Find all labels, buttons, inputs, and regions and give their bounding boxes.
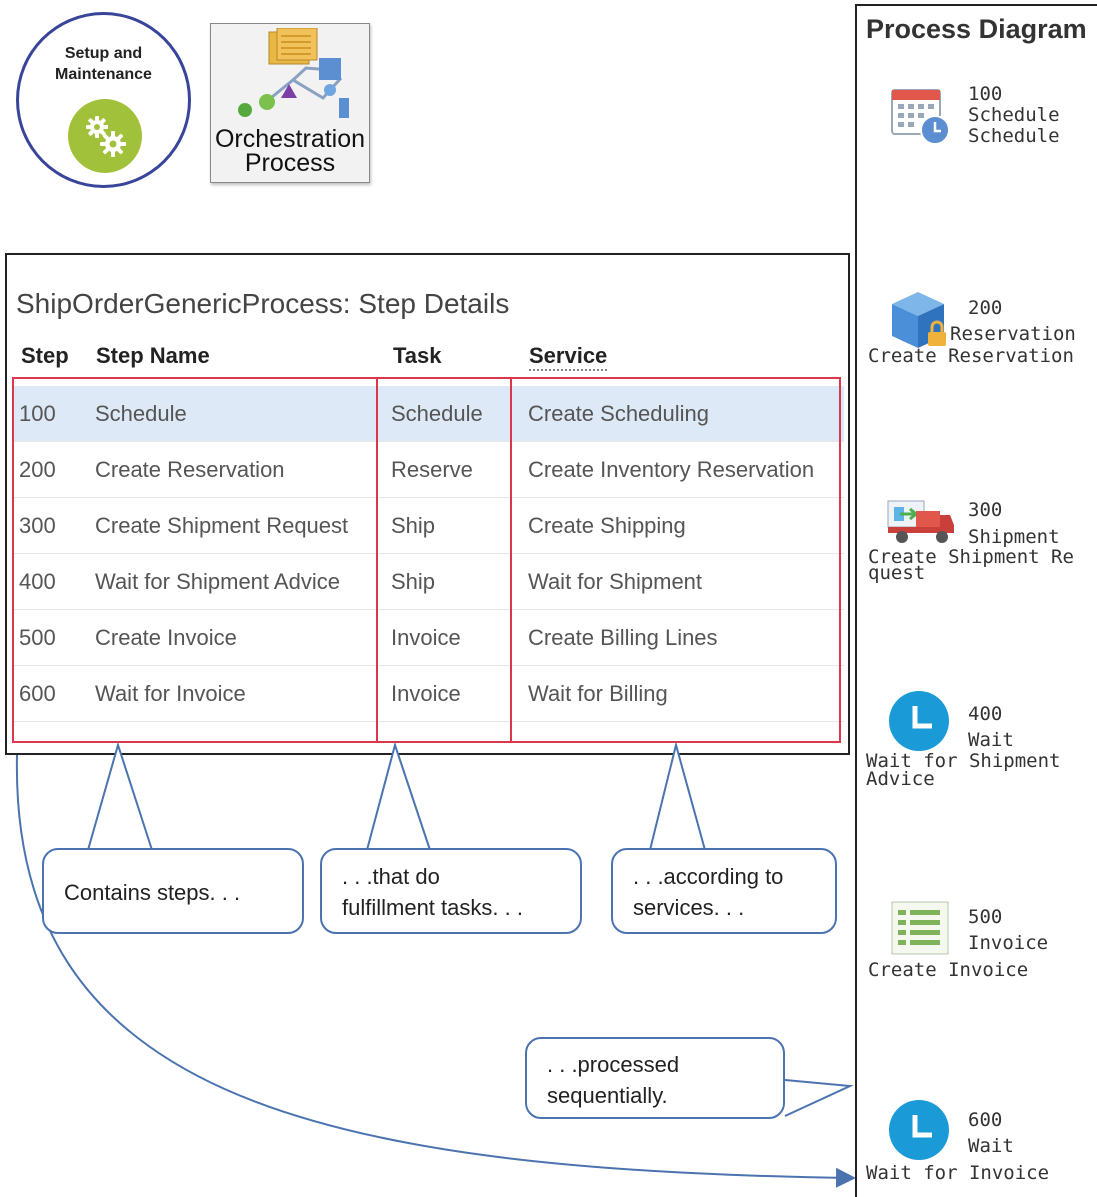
table-row[interactable]: 200 Create Reservation Reserve Create In… xyxy=(14,442,844,498)
node-300-number: 300 xyxy=(968,499,1003,521)
cell-service: Wait for Billing xyxy=(528,681,668,706)
cell-service: Create Billing Lines xyxy=(528,625,718,650)
node-400-number: 400 xyxy=(968,703,1003,725)
process-diagram-panel xyxy=(855,4,1097,1197)
orchestration-process-tile[interactable]: Orchestration Process xyxy=(210,23,370,183)
node-100-task: Schedule xyxy=(968,104,1060,126)
table-row[interactable]: 300 Create Shipment Request Ship Create … xyxy=(14,498,844,554)
node-300-name: Create Shipment Re quest xyxy=(868,546,1074,584)
cell-service: Create Inventory Reservation xyxy=(528,457,815,482)
node-100-number: 100 xyxy=(968,83,1003,105)
cell-step: 400 xyxy=(19,569,56,594)
node-500-name: Create Invoice xyxy=(868,959,1029,981)
node-400-task: Wait xyxy=(968,729,1014,751)
cell-step-name: Wait for Shipment Advice xyxy=(95,569,340,594)
invoice-icon[interactable] xyxy=(890,900,950,961)
cell-task: Invoice xyxy=(391,625,461,650)
table-row[interactable]: 100 Schedule Schedule Create Scheduling xyxy=(14,386,844,442)
node-500-number: 500 xyxy=(968,906,1003,928)
node-600-number: 600 xyxy=(968,1109,1003,1131)
panel-title: ShipOrderGenericProcess: Step Details xyxy=(16,288,510,319)
node-600-name: Wait for Invoice xyxy=(866,1162,1050,1184)
cell-step-name: Create Invoice xyxy=(95,625,237,650)
setup-maintenance-badge[interactable]: Setup and Maintenance xyxy=(16,12,191,188)
process-flow-icon xyxy=(231,27,356,133)
cell-service: Create Scheduling xyxy=(528,401,710,426)
truck-icon[interactable] xyxy=(886,495,956,552)
orchestration-process-label: Orchestration Process xyxy=(214,125,366,177)
cell-service: Create Shipping xyxy=(528,513,686,538)
node-400-name: Wait for Shipment Advice xyxy=(866,750,1061,790)
cell-task: Invoice xyxy=(391,681,461,706)
node-600-task: Wait xyxy=(968,1135,1014,1157)
step-details-panel: ShipOrderGenericProcess: Step Details St… xyxy=(5,253,850,755)
header-step[interactable]: Step xyxy=(21,343,69,368)
cell-task: Schedule xyxy=(391,401,483,426)
header-service[interactable]: Service xyxy=(529,343,608,371)
node-300-task: Shipment xyxy=(968,526,1060,548)
cell-step-name: Create Reservation xyxy=(95,457,285,482)
cell-step: 200 xyxy=(19,457,56,482)
node-500-task: Invoice xyxy=(968,932,1049,954)
cell-step-name: Wait for Invoice xyxy=(95,681,246,706)
callout-services: . . .according to services. . . xyxy=(611,848,837,934)
clock-icon[interactable] xyxy=(888,1099,950,1166)
gears-icon xyxy=(68,99,142,173)
node-200-name: Create Reservation xyxy=(868,345,1074,367)
callout-sequential: . . .processed sequentially. xyxy=(525,1037,785,1119)
setup-maintenance-label: Setup and Maintenance xyxy=(55,45,152,83)
cell-step-name: Schedule xyxy=(95,401,187,426)
cell-service: Wait for Shipment xyxy=(528,569,703,594)
cell-step: 100 xyxy=(19,401,56,426)
header-task[interactable]: Task xyxy=(393,343,442,368)
cell-step: 600 xyxy=(19,681,56,706)
table-row[interactable]: 600 Wait for Invoice Invoice Wait for Bi… xyxy=(14,666,844,722)
node-200-task: Reservation xyxy=(950,323,1076,345)
node-200-number: 200 xyxy=(968,297,1003,319)
node-100-name: Schedule xyxy=(968,125,1060,147)
cell-task: Ship xyxy=(391,513,436,538)
table-row[interactable]: 400 Wait for Shipment Advice Ship Wait f… xyxy=(14,554,844,610)
callout-tasks: . . .that do fulfillment tasks. . . xyxy=(320,848,582,934)
cell-step: 500 xyxy=(19,625,56,650)
cell-task: Ship xyxy=(391,569,436,594)
diagram-title: Process Diagram xyxy=(866,14,1087,44)
cell-step-name: Create Shipment Request xyxy=(95,513,349,538)
cell-step: 300 xyxy=(19,513,56,538)
cell-task: Reserve xyxy=(391,457,473,482)
calendar-clock-icon[interactable] xyxy=(890,86,952,153)
table-row[interactable]: 500 Create Invoice Invoice Create Billin… xyxy=(14,610,844,666)
clock-icon[interactable] xyxy=(888,690,950,757)
box-lock-icon[interactable] xyxy=(888,288,954,359)
callout-steps: Contains steps. . . xyxy=(42,848,304,934)
header-step-name[interactable]: Step Name xyxy=(96,343,210,368)
